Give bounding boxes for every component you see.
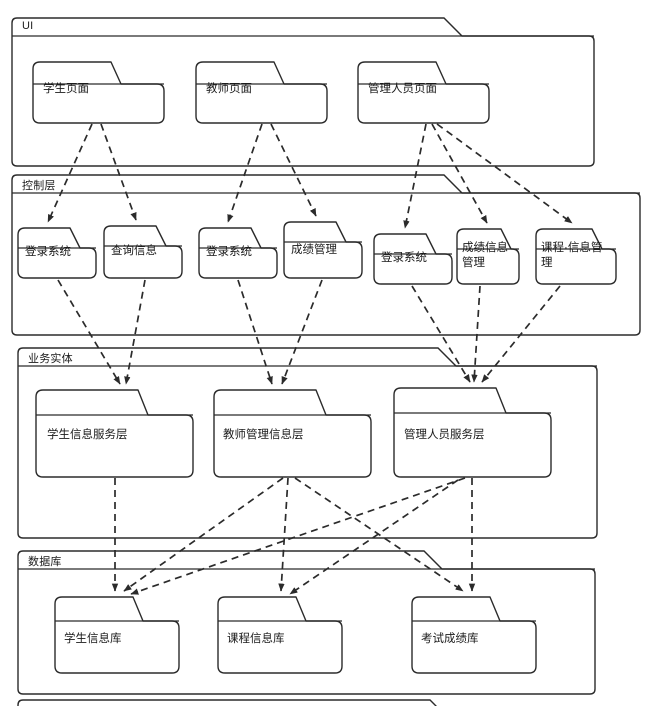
component-label-db-score: 考试成绩库 [421, 633, 479, 645]
edge-ctl-login-3-to-biz-admin [411, 285, 471, 383]
edge-ctl-score-mgr-to-biz-teacher [281, 279, 323, 385]
component-label-ctl-login-3: 登录系统 [381, 252, 427, 264]
component-label-ui-teacher: 教师页面 [206, 83, 252, 95]
component-label-biz-admin: 管理人员服务层 [404, 429, 485, 441]
component-label-ctl-course: 课程·信息管 理 [541, 242, 603, 269]
edge-ctl-score-info-to-biz-admin [471, 285, 481, 383]
edge-biz-teacher-to-db-student [123, 477, 284, 592]
edge-ctl-query-to-biz-student [124, 279, 146, 385]
edge-ui-student-to-ctl-query [100, 123, 137, 221]
component-label-ctl-query: 查询信息 [111, 245, 157, 257]
component-label-ui-student: 学生页面 [43, 83, 89, 95]
component-label-db-student: 学生信息库 [64, 633, 122, 645]
edge-ctl-course-to-biz-admin [481, 285, 561, 383]
layer-label-control: 控制层 [22, 180, 56, 192]
component-label-ctl-score-info: 成绩信息 管理 [462, 242, 508, 269]
component-label-biz-teacher: 教师管理信息层 [223, 429, 304, 441]
edge-ui-teacher-to-ctl-score-mgr [270, 123, 317, 217]
layer-container-business [17, 347, 598, 539]
component-label-biz-student: 学生信息服务层 [47, 429, 128, 441]
edge-ui-admin-to-ctl-login-3 [403, 123, 427, 229]
layer-label-ui: UI [22, 20, 34, 32]
layer-container-next [17, 699, 437, 706]
component-label-ctl-login-1: 登录系统 [25, 246, 71, 258]
edge-biz-teacher-to-db-score [294, 477, 464, 592]
component-label-ui-admin: 管理人员页面 [368, 83, 437, 95]
edge-biz-admin-to-db-student [130, 477, 466, 595]
layer-label-business: 业务实体 [28, 353, 73, 365]
edge-ui-teacher-to-ctl-login-2 [227, 123, 263, 223]
edge-ui-admin-to-ctl-score-info [431, 123, 488, 224]
component-label-ctl-score-mgr: 成绩管理 [291, 244, 337, 256]
layer-label-database: 数据库 [28, 556, 62, 568]
edge-biz-admin-to-db-course [289, 479, 459, 595]
edge-ui-student-to-ctl-login-1 [47, 123, 93, 223]
component-label-ctl-login-2: 登录系统 [206, 246, 252, 258]
edge-ui-admin-to-ctl-course [436, 123, 573, 224]
layer-container-ui [11, 17, 595, 167]
edge-ctl-login-2-to-biz-teacher [237, 279, 273, 385]
edge-ctl-login-1-to-biz-student [57, 279, 121, 385]
layer-container-database [17, 550, 596, 695]
edge-biz-teacher-to-db-course [278, 477, 289, 592]
component-label-db-course: 课程信息库 [227, 633, 285, 645]
